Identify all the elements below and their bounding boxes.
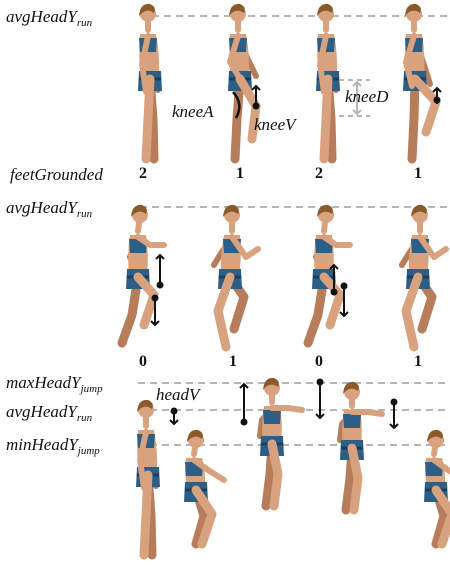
label-base: minHeadY [6, 435, 78, 454]
row2-count-1: 0 [139, 354, 147, 370]
sports-top [263, 410, 281, 424]
avg-head-y-run-label-row3: avgHeadYrun [6, 403, 92, 421]
knee-d-label: kneeD [345, 88, 388, 106]
arrow-dot [157, 282, 164, 289]
avg-head-y-run-label-row2: avgHeadYrun [6, 199, 92, 217]
runner-figures [122, 4, 450, 555]
runner-figure-2 [228, 4, 256, 159]
front-arm [352, 412, 382, 414]
label-subscript: jump [78, 445, 100, 457]
arrow-dot [152, 295, 159, 302]
head-v-arrow-2 [240, 384, 248, 426]
arrow-dot [341, 283, 348, 290]
front-arm [272, 408, 302, 410]
head-v-arrow-3 [316, 379, 324, 419]
label-subscript: run [77, 412, 92, 424]
arrow-dot [241, 419, 248, 426]
feet-grounded-count-2: 1 [236, 166, 244, 182]
guide-lines [138, 16, 447, 445]
arrow-dot [317, 379, 324, 386]
label-base: avgHeadY [6, 402, 77, 421]
feet-grounded-count-1: 2 [139, 166, 147, 182]
row2-count-4: 1 [414, 354, 422, 370]
label-subscript: run [77, 17, 92, 29]
knee-a-label: kneeA [172, 103, 214, 121]
feet-grounded-count-3: 2 [315, 166, 323, 182]
feet-grounded-label: feetGrounded [10, 166, 103, 184]
label-subscript: jump [81, 383, 103, 395]
min-head-y-jump-label: minHeadYjump [6, 436, 100, 454]
head-v-arrow-1 [170, 408, 178, 425]
runner-figure-8 [402, 205, 446, 347]
runner-figure-1 [138, 4, 162, 159]
runner-figure-6 [214, 205, 258, 347]
label-base: maxHeadY [6, 373, 81, 392]
runner-figure-7 [308, 205, 350, 343]
head-v-arrow-4 [390, 399, 398, 429]
avg-head-y-run-label-row1: avgHeadYrun [6, 8, 92, 26]
max-head-y-jump-label: maxHeadYjump [6, 374, 103, 392]
label-base: avgHeadY [6, 198, 77, 217]
runner-figure-10 [184, 430, 224, 544]
arrow-dot [331, 289, 338, 296]
row2-count-3: 0 [315, 354, 323, 370]
label-base: avgHeadY [6, 7, 77, 26]
runner-figure-9 [136, 400, 160, 555]
front-leg [138, 277, 154, 325]
row2-arrow-1-up [156, 255, 164, 289]
arrow-dot [391, 399, 398, 406]
knee-v-label: kneeV [254, 116, 296, 134]
feet-grounded-count-4: 1 [414, 166, 422, 182]
annotation-marks [151, 80, 441, 428]
runner-figure-13 [424, 430, 450, 544]
runner-figure-11 [260, 378, 302, 506]
arrow-dot [253, 103, 260, 110]
runner-figure-3 [316, 4, 340, 159]
runner-figure-4 [403, 4, 436, 159]
row2-count-2: 1 [229, 354, 237, 370]
runner-figure-12 [340, 382, 382, 510]
head-v-label: headV [156, 386, 199, 404]
arrow-dot [171, 408, 178, 415]
label-subscript: run [77, 208, 92, 220]
sports-top [343, 414, 361, 428]
front-leg [324, 277, 340, 325]
arrow-dot [434, 97, 441, 104]
